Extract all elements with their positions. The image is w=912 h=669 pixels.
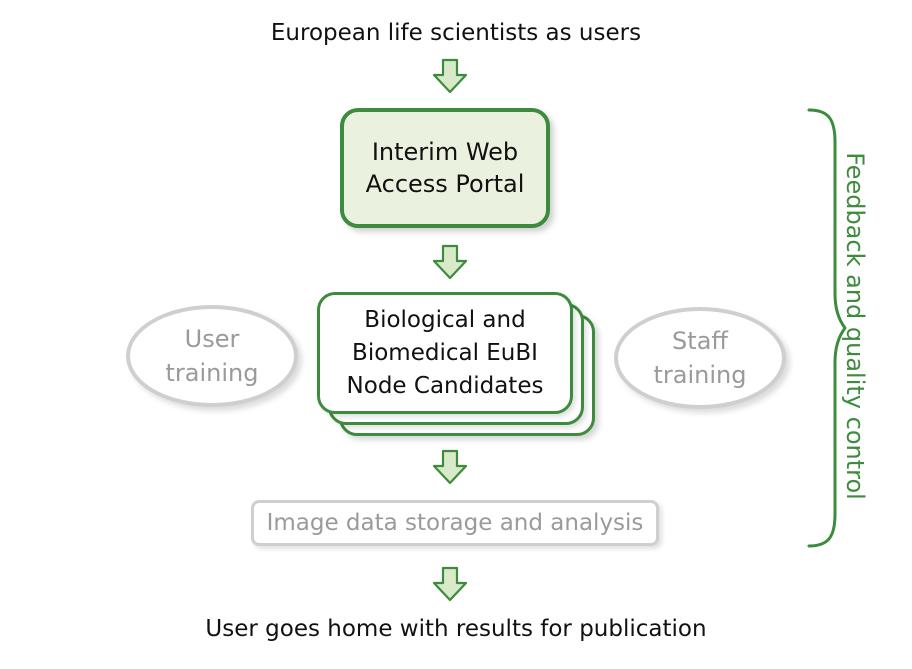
- staff-training-line-1: Staff: [672, 327, 728, 355]
- node-candidates-box: Biological and Biomedical EuBI Node Cand…: [317, 292, 573, 414]
- down-arrow-icon: [430, 58, 470, 94]
- user-training-line-2: training: [165, 359, 259, 387]
- down-arrow-icon: [430, 566, 470, 602]
- portal-line-2: Access Portal: [365, 170, 525, 198]
- right-brace-icon: [805, 108, 847, 548]
- node-candidates-line-1: Biological and: [364, 306, 526, 333]
- feedback-label-text: Feedback and quality control: [841, 152, 869, 500]
- staff-training-text: Staff training: [654, 324, 747, 392]
- node-candidates-line-2: Biomedical EuBI: [352, 339, 538, 366]
- user-training-oval: User training: [126, 305, 298, 407]
- portal-text: Interim Web Access Portal: [366, 136, 525, 200]
- user-training-text: User training: [166, 322, 259, 390]
- down-arrow-icon: [430, 449, 470, 485]
- staff-training-line-2: training: [653, 361, 747, 389]
- down-arrow-icon: [430, 244, 470, 280]
- feedback-label: Feedback and quality control: [840, 146, 870, 506]
- user-training-line-1: User: [184, 325, 240, 353]
- portal-line-1: Interim Web: [371, 138, 519, 166]
- storage-label: Image data storage and analysis: [266, 510, 644, 536]
- bottom-label: User goes home with results for publicat…: [205, 616, 707, 642]
- storage-box: Image data storage and analysis: [251, 500, 659, 546]
- top-label: European life scientists as users: [270, 20, 642, 46]
- portal-box: Interim Web Access Portal: [340, 108, 550, 228]
- node-candidates-text: Biological and Biomedical EuBI Node Cand…: [347, 304, 544, 403]
- node-candidates-line-3: Node Candidates: [346, 372, 544, 399]
- staff-training-oval: Staff training: [614, 307, 786, 409]
